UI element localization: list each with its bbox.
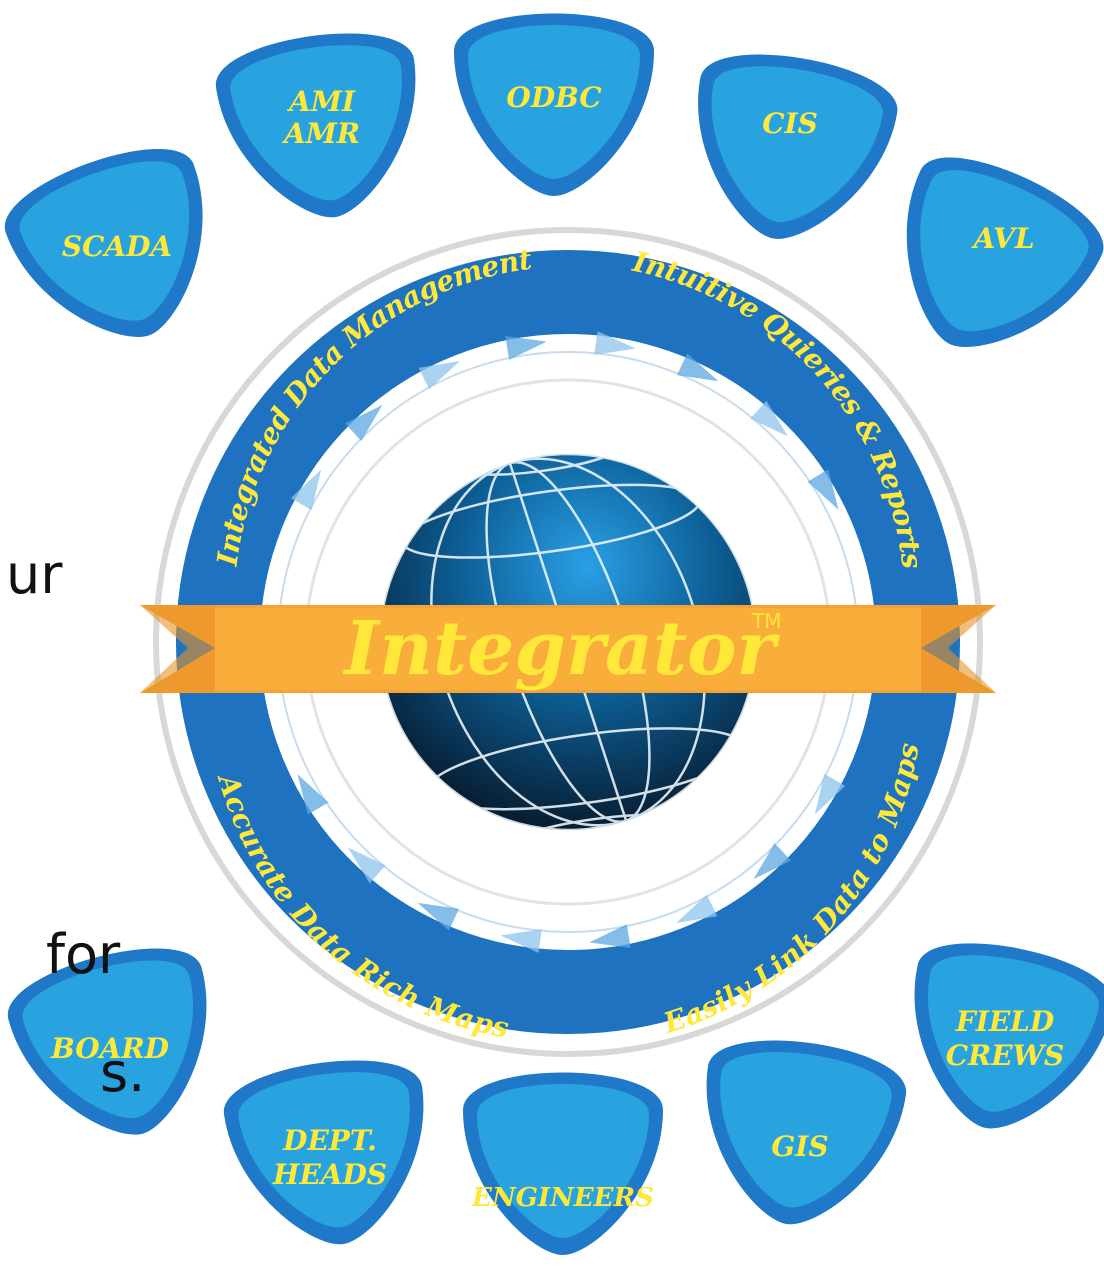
flow-arrow (297, 774, 329, 815)
flow-arrow (418, 360, 460, 390)
flow-arrow (814, 773, 846, 815)
node-gis-label: GIS (771, 1130, 828, 1163)
node-avl: AVL (906, 157, 1104, 347)
flow-arrow (753, 843, 792, 880)
cropped-text-fragment-1: ur (6, 543, 63, 606)
flow-arrow (500, 929, 542, 953)
node-scada-label: SCADA (62, 230, 172, 263)
node-board: BOARD (8, 948, 207, 1135)
node-crews-label: CREWS (946, 1039, 1065, 1072)
node-engineers-label: ENGINEERS (471, 1183, 654, 1213)
node-odbc-label: ODBC (506, 81, 602, 114)
flow-arrow (505, 336, 547, 360)
node-ami-amr: AMI AMR (215, 33, 416, 218)
cropped-text-fragment-3: s. (100, 1041, 146, 1104)
flow-arrow (594, 331, 636, 355)
node-field-crews: FIELD CREWS (914, 943, 1104, 1129)
node-field-label: FIELD (955, 1005, 1055, 1038)
flow-arrow (290, 469, 322, 511)
node-cis-label: CIS (762, 107, 818, 140)
integrator-title: Integrator (343, 606, 781, 692)
node-engineers: ENGINEERS (463, 1072, 663, 1255)
flow-arrows (290, 331, 846, 953)
node-cis: CIS (698, 54, 898, 239)
flow-arrow (589, 924, 631, 948)
node-board-label: BOARD (50, 1032, 170, 1065)
trademark-mark: TM (751, 609, 781, 633)
node-gis: GIS (706, 1040, 907, 1225)
flow-arrow (807, 469, 839, 510)
node-dept-heads: DEPT. HEADS (223, 1060, 424, 1245)
node-avl-label: AVL (970, 222, 1034, 255)
node-dept-label: DEPT. (282, 1124, 377, 1157)
node-scada: SCADA (4, 149, 203, 337)
outer-grey-ring (153, 227, 983, 1057)
cropped-text-fragment-2: for (46, 923, 121, 986)
flow-arrow (750, 400, 789, 437)
node-amr-label: AMR (281, 117, 360, 150)
flow-arrow (347, 847, 386, 884)
flow-arrow (417, 902, 459, 931)
flow-arrow (677, 353, 719, 382)
flow-arrow (344, 404, 383, 441)
node-odbc: ODBC (454, 13, 654, 196)
node-heads-label: HEADS (272, 1158, 387, 1191)
flow-arrow (676, 894, 718, 924)
integrator-ribbon (140, 605, 996, 693)
node-ami-label: AMI (286, 85, 356, 118)
